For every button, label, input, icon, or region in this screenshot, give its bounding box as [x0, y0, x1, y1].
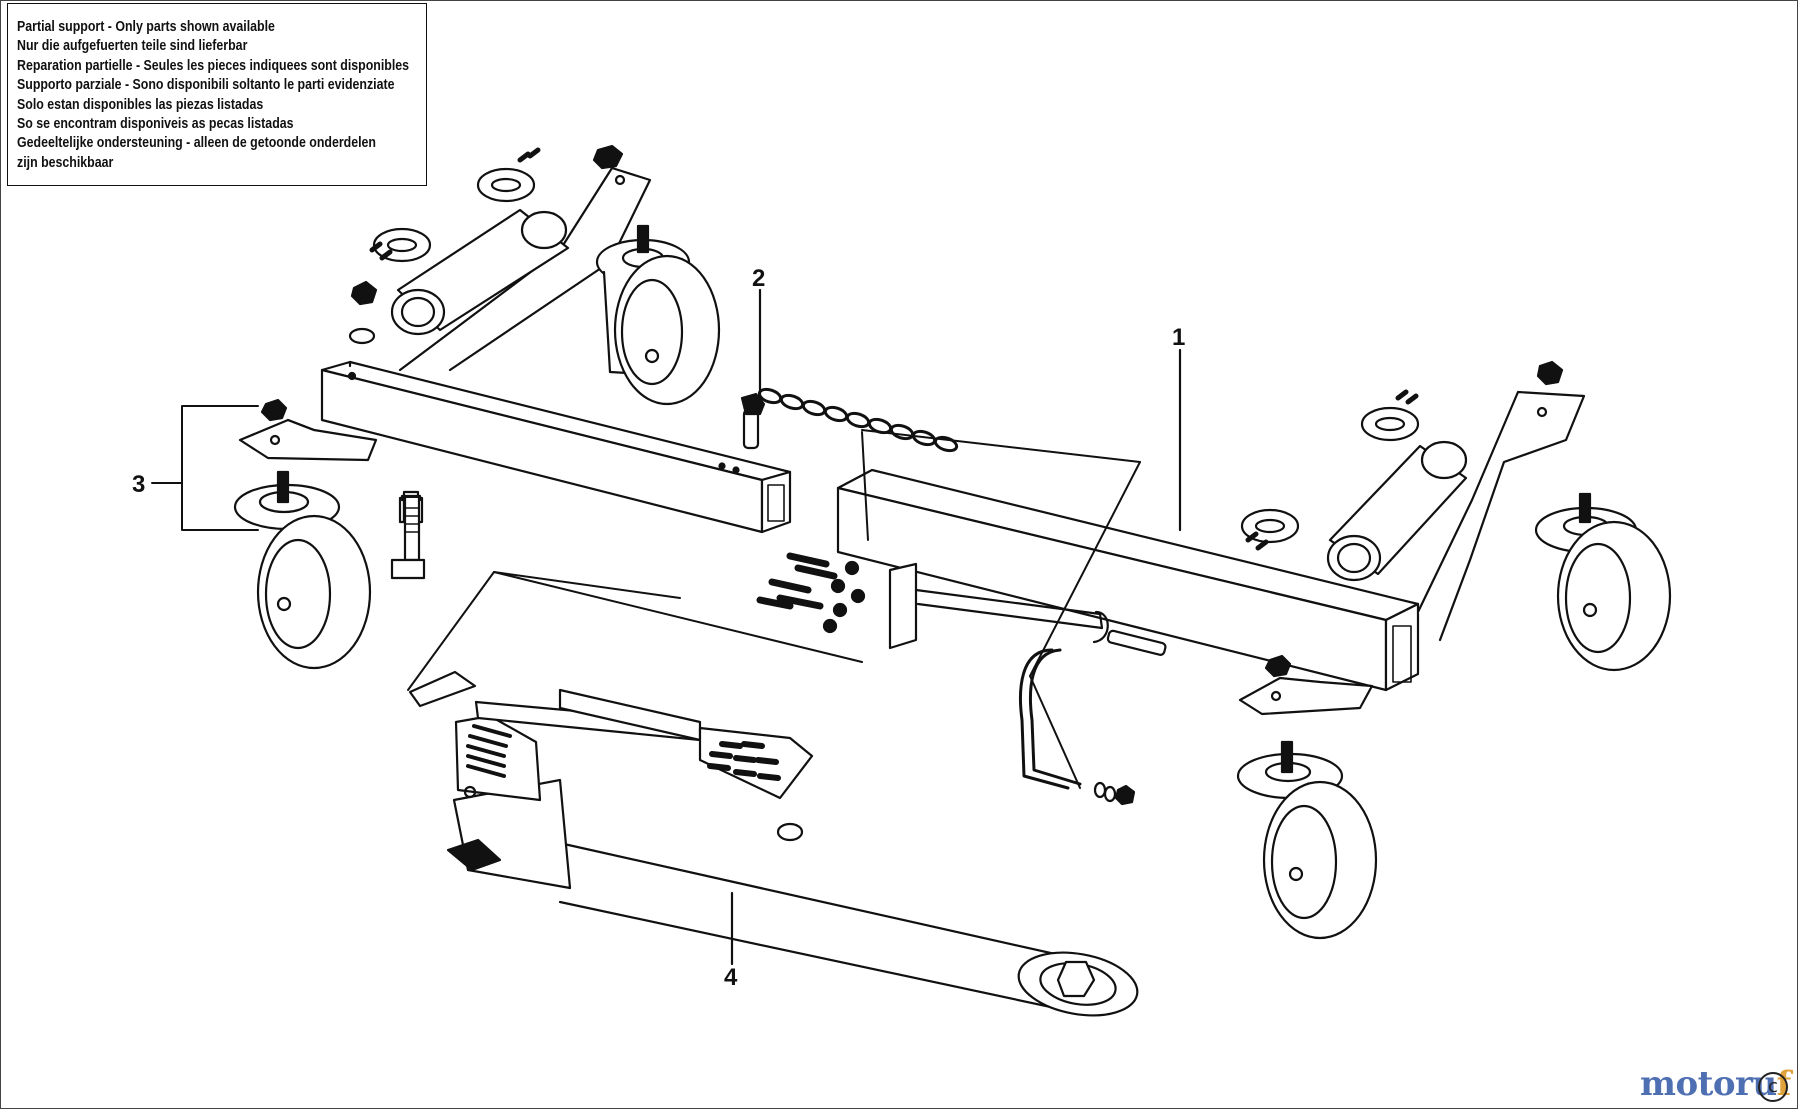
right-clamp-front [1240, 508, 1300, 551]
right-square-beam [836, 468, 1420, 692]
right-axle-sleeve [1326, 440, 1468, 582]
left-nut-rear [592, 144, 624, 170]
callout-4-label: 4 [724, 964, 738, 991]
left-long-bolt [390, 490, 426, 580]
right-nut-rear [1536, 360, 1564, 386]
notice-line-fr: Reparation partielle - Seules les pieces… [17, 57, 410, 74]
left-square-beam [320, 360, 792, 534]
left-nut-front [348, 280, 378, 345]
callout-3-label: 3 [132, 471, 145, 498]
notice-line-nl: Gedeeltelijke ondersteuning - alleen de … [17, 135, 376, 152]
chain-with-lock-pin [740, 387, 959, 453]
callout-4: 4 [724, 891, 738, 991]
notice-line-en: Partial support - Only parts shown avail… [17, 19, 275, 35]
right-clamp-rear [1360, 389, 1420, 442]
pedal-bracket-and-rod [888, 562, 1167, 806]
notice-line-es: Solo estan disponibles las piezas listad… [17, 96, 264, 113]
brand-watermark: motoruf [1640, 1064, 1791, 1104]
left-axle-sleeve [390, 208, 570, 336]
left-clamp-front [369, 227, 432, 263]
hydraulic-foot-pump [408, 670, 1139, 1017]
callout-3: 3 [132, 405, 259, 531]
assembly-outline-frame [407, 429, 1141, 789]
callout-1-label: 1 [1172, 324, 1185, 351]
callout-1: 1 [1172, 324, 1185, 532]
notice-line-it: Supporto parziale - Sono disponibili sol… [17, 77, 395, 94]
left-front-caster-with-bracket [233, 398, 378, 670]
notice-line-pt: So se encontram disponiveis as pecas lis… [17, 116, 294, 133]
brand-watermark-text: motoru [1640, 1064, 1777, 1104]
right-front-caster-with-bracket [1236, 654, 1378, 940]
right-dolly-assembly [756, 360, 1672, 940]
callout-2-label: 2 [752, 265, 765, 292]
notice-line-de: Nur die aufgefuerten teile sind lieferba… [17, 38, 248, 55]
right-back-arm [1416, 390, 1586, 642]
small-bolt-set [756, 552, 866, 634]
left-rear-caster-wheel [595, 224, 721, 406]
right-rear-caster-wheel [1534, 492, 1672, 672]
availability-notice-box: Partial support - Only parts shown avail… [7, 3, 427, 186]
callout-2: 2 [752, 265, 765, 400]
copyright-icon: c [1758, 1072, 1788, 1102]
left-dolly-assembly [233, 144, 792, 670]
notice-line-nl-cont: zijn beschikbaar [17, 154, 114, 171]
left-clamp-rear [476, 147, 541, 203]
